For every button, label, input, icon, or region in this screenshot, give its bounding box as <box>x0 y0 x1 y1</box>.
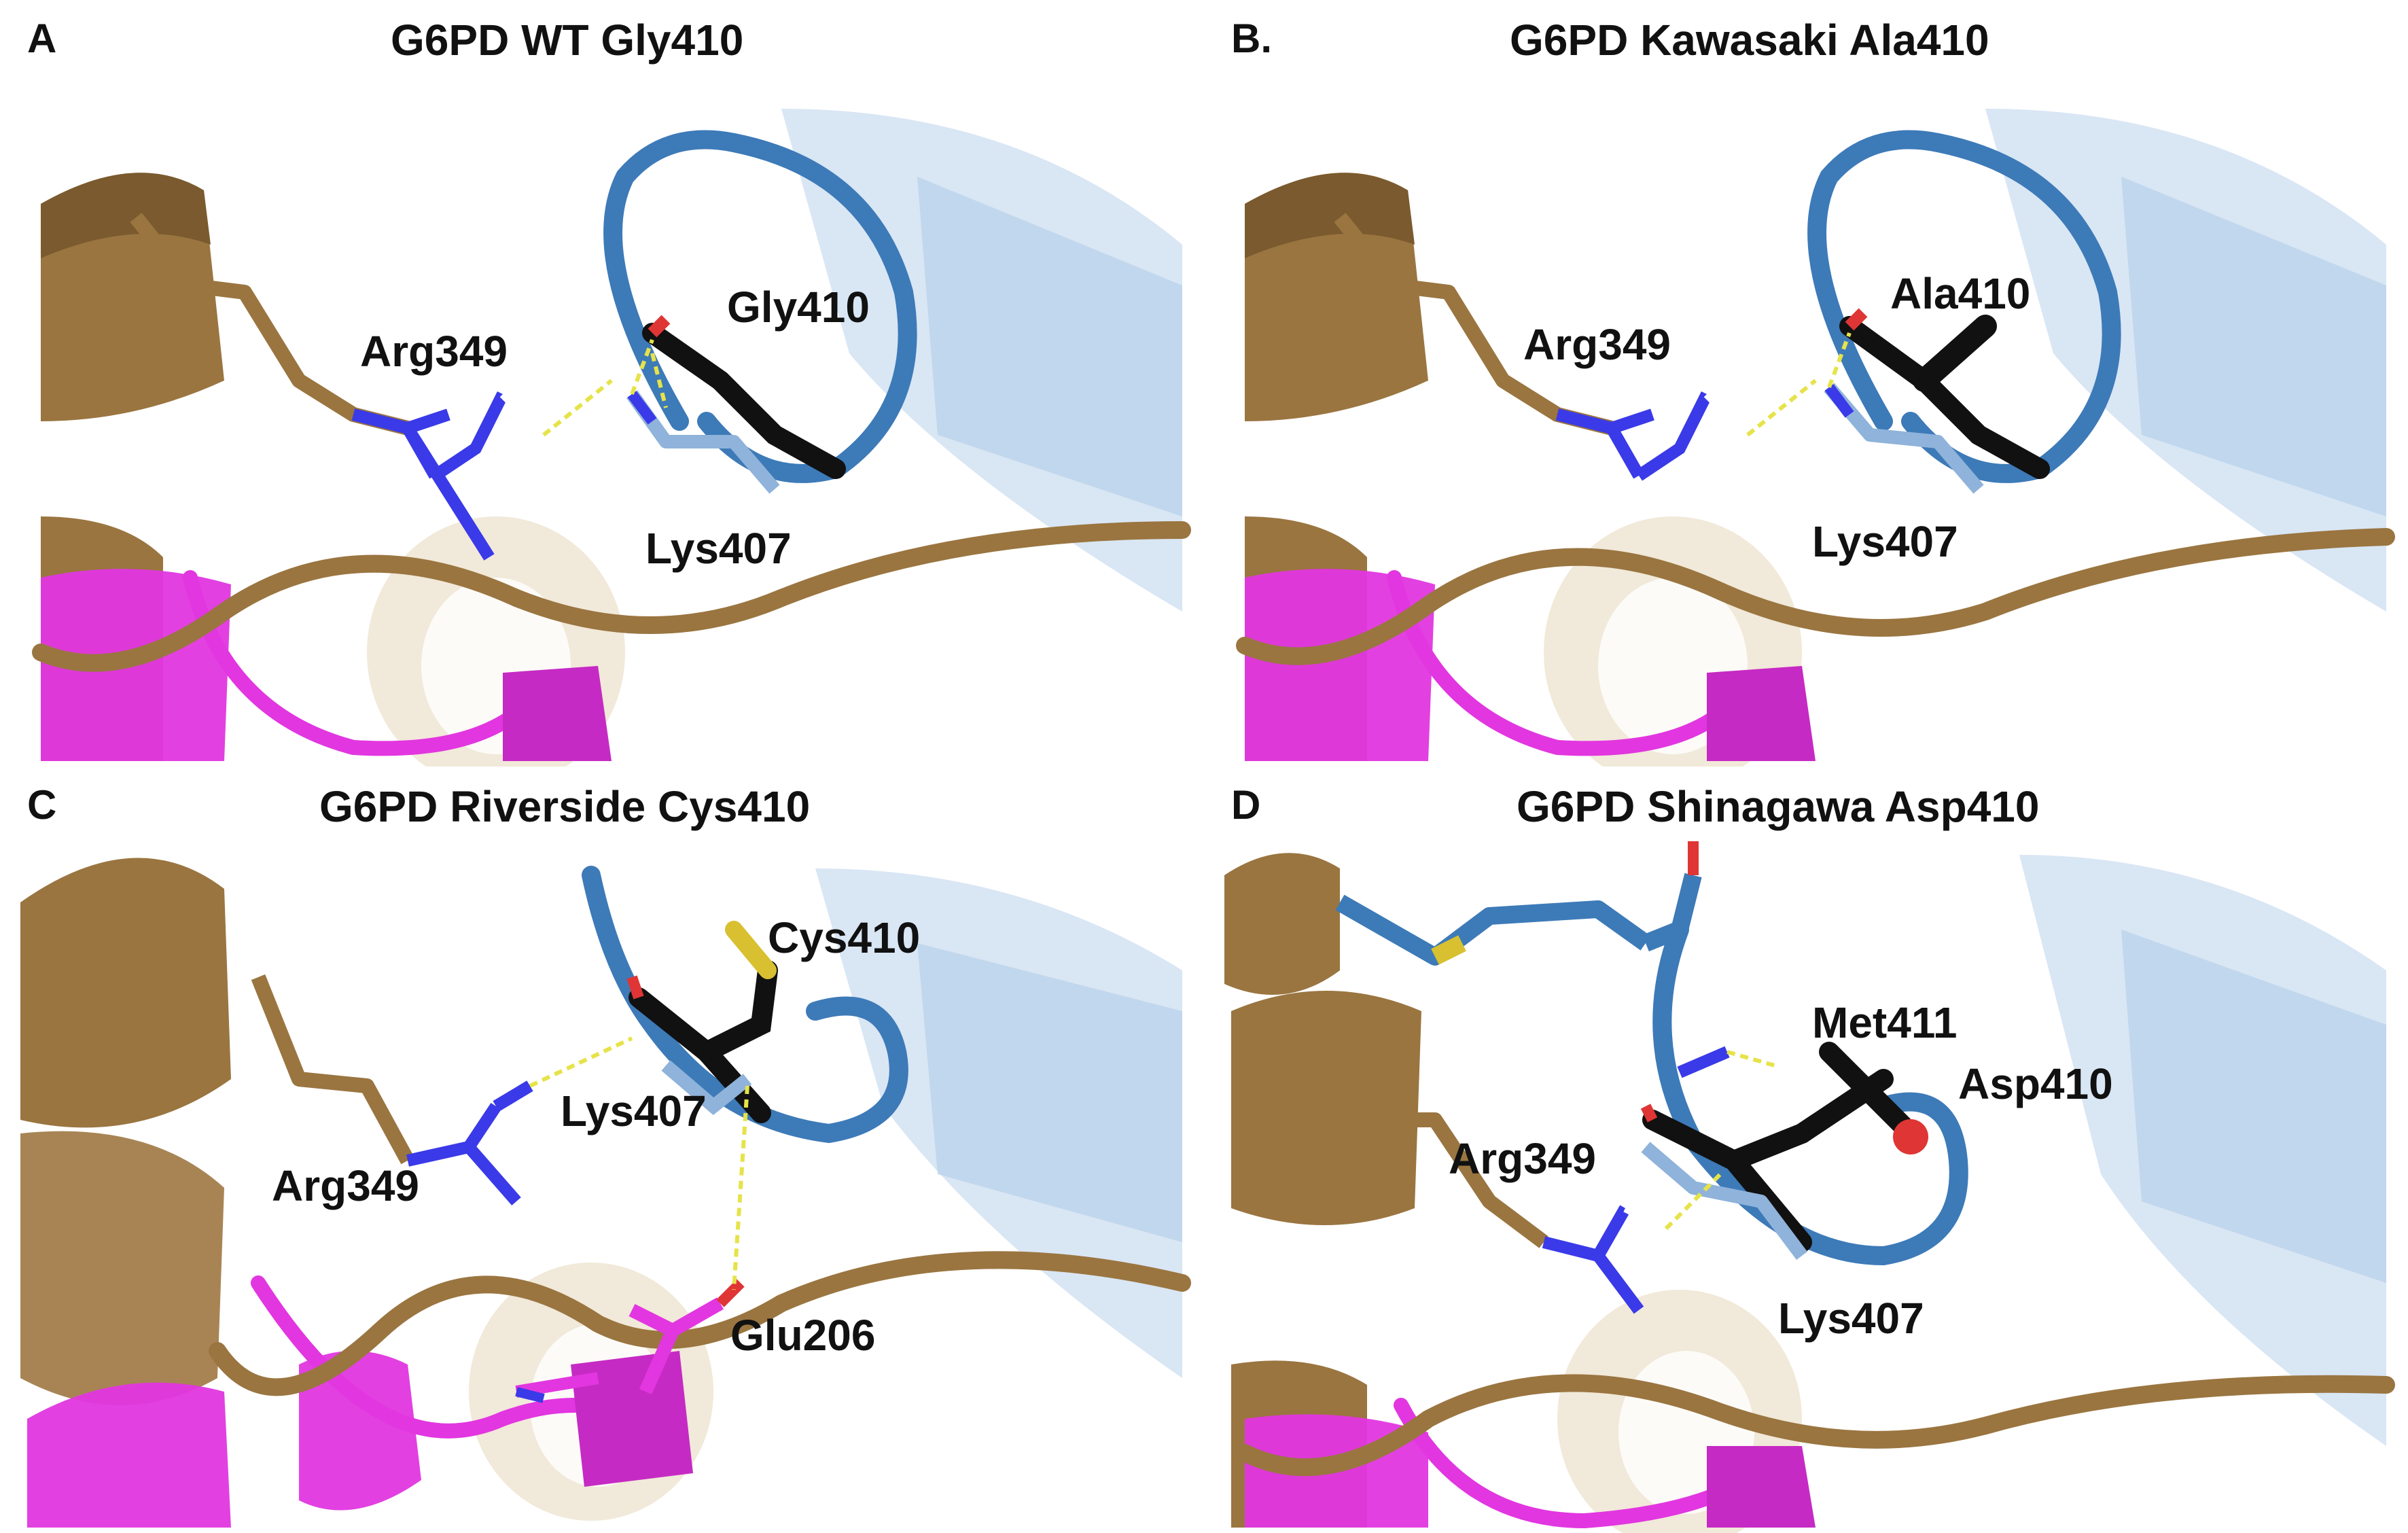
panel-b-structure <box>1236 109 2395 766</box>
panel-d-structure <box>1224 841 2395 1533</box>
residue-label-lys407: Lys407 <box>645 524 792 573</box>
panel-d: D G6PD Shinagawa Asp410 Met411 Asp410 Ar… <box>1204 766 2408 1533</box>
panel-label: A <box>27 16 57 61</box>
panel-title: G6PD WT Gly410 <box>391 16 744 65</box>
residue-label-gly410: Gly410 <box>727 283 870 332</box>
residue-label-arg349: Arg349 <box>1449 1134 1596 1183</box>
panel-label: D <box>1231 782 1261 828</box>
panel-label: C <box>27 782 57 828</box>
panel-b: B. G6PD Kawasaki Ala410 Arg349 Ala410 Ly… <box>1204 0 2408 766</box>
panel-title: G6PD Riverside Cys410 <box>319 782 811 831</box>
residue-label-arg349: Arg349 <box>1523 320 1671 369</box>
residue-label-ala410: Ala410 <box>1890 269 2031 318</box>
panel-a-structure <box>32 109 1191 766</box>
residue-label-asp410: Asp410 <box>1958 1059 2113 1108</box>
residue-label-arg349: Arg349 <box>272 1161 419 1210</box>
residue-label-lys407: Lys407 <box>1778 1294 1924 1343</box>
residue-label-cys410: Cys410 <box>768 913 921 962</box>
residue-label-arg349: Arg349 <box>360 327 508 376</box>
panel-a: A G6PD WT Gly410 Arg349 Gly410 Lys407 <box>0 0 1204 766</box>
residue-label-lys407: Lys407 <box>561 1087 707 1135</box>
panel-label: B. <box>1231 16 1272 61</box>
residue-label-lys407: Lys407 <box>1812 517 1958 566</box>
panel-title: G6PD Kawasaki Ala410 <box>1510 16 1989 65</box>
residue-label-glu206: Glu206 <box>730 1311 876 1360</box>
panel-c: C G6PD Riverside Cys410 Cys410 Lys407 Ar… <box>0 766 1204 1533</box>
panel-title: G6PD Shinagawa Asp410 <box>1517 782 2040 831</box>
panel-c-structure <box>20 858 1191 1528</box>
residue-label-met411: Met411 <box>1812 998 1958 1047</box>
